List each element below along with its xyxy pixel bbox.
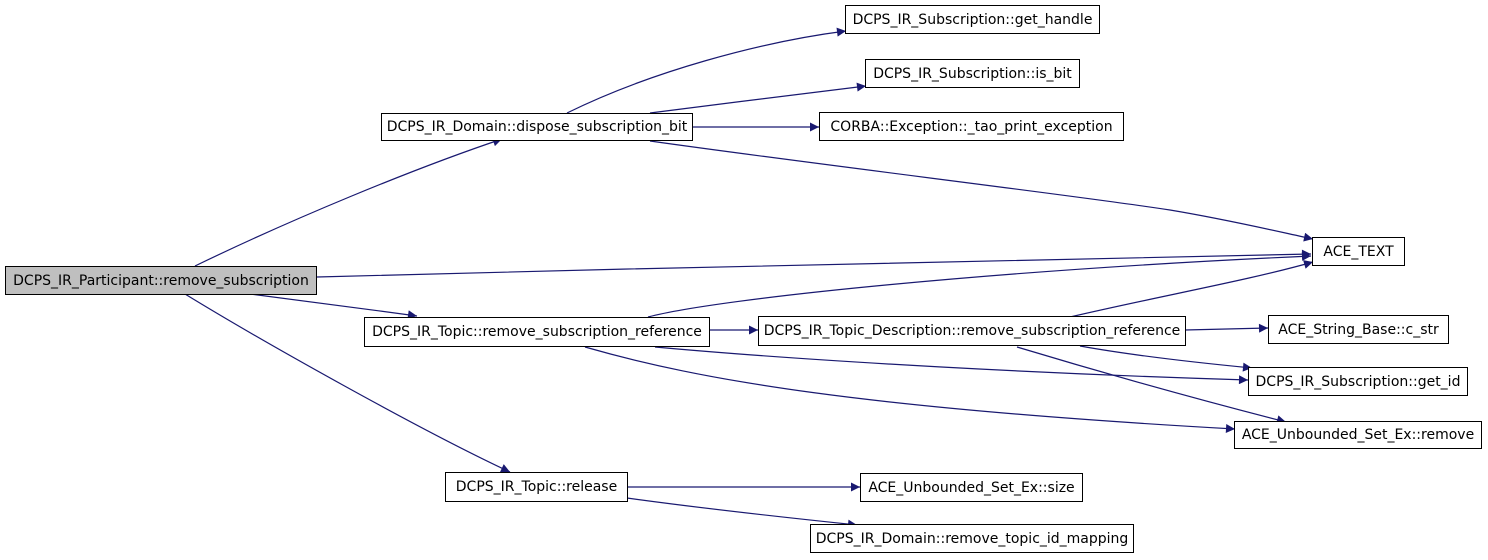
- edge-dispose-bit-to-ace-text: [649, 140, 1314, 242]
- edge-root-to-dispose-bit: [194, 137, 503, 267]
- node-topic-remove-subscription-reference[interactable]: DCPS_IR_Topic::remove_subscription_refer…: [364, 317, 710, 347]
- node-remove-subscription[interactable]: DCPS_IR_Participant::remove_subscription: [5, 266, 317, 295]
- edge-topic-remove-ref-to-set-remove: [584, 346, 1236, 433]
- edge-dispose-bit-to-is-bit: [649, 82, 867, 114]
- node-remove-topic-id-mapping[interactable]: DCPS_IR_Domain::remove_topic_id_mapping: [810, 524, 1134, 553]
- node-set-size[interactable]: ACE_Unbounded_Set_Ex::size: [860, 473, 1083, 502]
- edge-root-to-ace-text: [316, 249, 1312, 278]
- node-get-handle[interactable]: DCPS_IR_Subscription::get_handle: [845, 5, 1100, 34]
- edge-topic-remove-ref-to-ace-text: [647, 251, 1312, 318]
- node-get-id[interactable]: DCPS_IR_Subscription::get_id: [1248, 367, 1468, 396]
- node-set-remove[interactable]: ACE_Unbounded_Set_Ex::remove: [1234, 421, 1482, 449]
- edge-root-to-topic-release: [184, 293, 511, 473]
- edge-root-to-topic-remove-ref: [249, 293, 418, 320]
- node-c-str[interactable]: ACE_String_Base::c_str: [1268, 315, 1449, 344]
- edge-desc-remove-ref-to-c-str: [1184, 323, 1269, 333]
- edge-desc-remove-ref-to-ace-text: [1069, 260, 1314, 318]
- edge-dispose-bit-to-get-handle: [566, 27, 847, 114]
- edge-topic-release-to-remove-topic-id: [626, 497, 858, 529]
- node-ace-text[interactable]: ACE_TEXT: [1312, 237, 1405, 266]
- node-is-bit[interactable]: DCPS_IR_Subscription::is_bit: [865, 59, 1080, 88]
- node-topic-release[interactable]: DCPS_IR_Topic::release: [445, 472, 628, 502]
- edge-desc-remove-ref-to-get-id: [1079, 345, 1253, 372]
- node-tao-print-exception[interactable]: CORBA::Exception::_tao_print_exception: [819, 112, 1124, 141]
- node-description-remove-subscription-reference[interactable]: DCPS_IR_Topic_Description::remove_subscr…: [758, 316, 1186, 346]
- edge-topic-remove-ref-to-get-id: [654, 346, 1249, 385]
- node-dispose-subscription-bit[interactable]: DCPS_IR_Domain::dispose_subscription_bit: [381, 113, 693, 141]
- edge-desc-remove-ref-to-set-remove: [1016, 346, 1287, 425]
